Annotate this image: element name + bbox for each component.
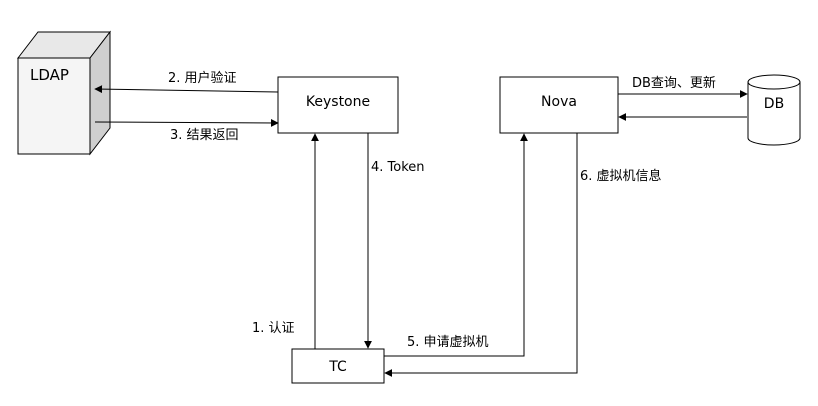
edge-request-vm-arrow — [384, 133, 528, 357]
db-cylinder-top — [747, 74, 801, 90]
edge-request-vm-label: 5. 申请虚拟机 — [407, 335, 489, 350]
edge-result-return-label: 3. 结果返回 — [170, 128, 239, 143]
edge-vm-info-arrow — [384, 133, 578, 377]
edge-user-verify-label: 2. 用户验证 — [168, 70, 237, 86]
keystone-node: Keystone — [277, 76, 399, 134]
db-cylinder-body — [747, 82, 801, 146]
edge-auth-label: 1. 认证 — [252, 321, 295, 336]
tc-label: TC — [328, 359, 347, 375]
keystone-label: Keystone — [306, 94, 370, 110]
ldap-label: LDAP — [30, 66, 69, 84]
edge-token-label: 4. Token — [371, 160, 425, 175]
ldap-server-front-face — [17, 57, 91, 155]
edge-user-verify-arrow — [94, 85, 279, 94]
tc-box — [291, 348, 385, 384]
db-node: DB — [747, 74, 801, 146]
nova-box — [499, 76, 619, 134]
edge-result-return-arrow — [94, 118, 279, 127]
tc-node: TC — [291, 348, 385, 384]
ldap-server-node: LDAP — [16, 30, 112, 156]
db-label: DB — [764, 96, 784, 112]
nova-label: Nova — [541, 94, 577, 110]
edge-vm-info-label: 6. 虚拟机信息 — [580, 168, 662, 184]
nova-node: Nova — [499, 76, 619, 134]
keystone-box — [277, 76, 399, 134]
edge-db-query-label: DB查询、更新 — [632, 75, 716, 91]
